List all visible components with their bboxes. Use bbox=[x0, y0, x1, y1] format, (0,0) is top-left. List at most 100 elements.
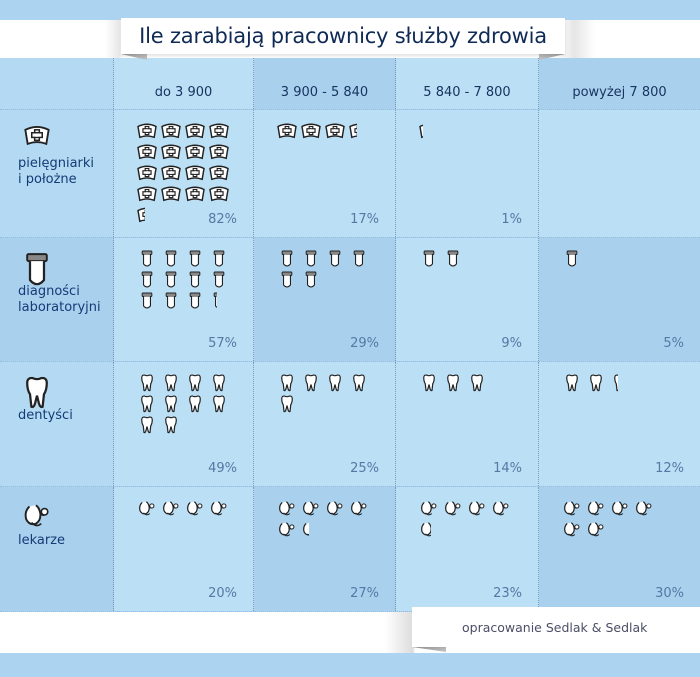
chart-title: Ile zarabiają pracownicy służby zdrowia bbox=[139, 24, 547, 48]
nurse-cap-icon bbox=[208, 164, 230, 182]
value-cell: 14% bbox=[396, 362, 539, 486]
nurse-cap-icon bbox=[160, 185, 182, 203]
column-header: 5 840 - 7 800 bbox=[396, 58, 539, 109]
test-tube-icon bbox=[160, 292, 182, 310]
tooth-icon bbox=[184, 395, 206, 413]
row-label-line1: dentyści bbox=[18, 408, 73, 423]
pictogram bbox=[561, 374, 657, 392]
stethoscope-icon bbox=[490, 499, 512, 517]
pictogram bbox=[276, 122, 372, 140]
percent-value: 17% bbox=[350, 212, 379, 227]
nurse-cap-icon bbox=[23, 124, 51, 152]
value-cell: 23% bbox=[396, 487, 539, 611]
tooth-icon bbox=[136, 374, 158, 392]
row-label-line2: laboratoryjni bbox=[18, 300, 101, 315]
row-label-line1: pielęgniarki bbox=[18, 156, 95, 171]
stethoscope-icon bbox=[300, 499, 322, 517]
nurse-cap-icon bbox=[136, 185, 158, 203]
test-tube-icon bbox=[561, 250, 583, 268]
nurse-cap-icon bbox=[208, 122, 230, 140]
title-box: Ile zarabiają pracownicy służby zdrowia bbox=[121, 18, 565, 60]
stethoscope-icon bbox=[276, 520, 298, 538]
percent-value: 25% bbox=[350, 461, 379, 476]
percent-value: 30% bbox=[655, 586, 684, 601]
pictogram bbox=[418, 250, 514, 268]
test-tube-icon bbox=[276, 250, 298, 268]
test-tube-icon bbox=[184, 271, 206, 289]
tooth-icon bbox=[466, 374, 484, 392]
stethoscope-icon bbox=[585, 499, 607, 517]
stethoscope-icon bbox=[561, 499, 583, 517]
ribbon-fold bbox=[412, 647, 446, 652]
pictogram bbox=[418, 122, 514, 140]
nurse-cap-icon bbox=[136, 164, 158, 182]
pictogram-table: do 3 900 3 900 - 5 840 5 840 - 7 800 pow… bbox=[0, 58, 700, 612]
stethoscope-icon bbox=[23, 501, 51, 529]
row-label-line1: lekarze bbox=[18, 533, 66, 548]
nurse-cap-icon bbox=[136, 143, 158, 161]
stethoscope-icon bbox=[324, 499, 346, 517]
percent-value: 9% bbox=[501, 336, 522, 351]
stethoscope-icon bbox=[466, 499, 488, 517]
column-header: do 3 900 bbox=[114, 58, 254, 109]
stethoscope-icon bbox=[418, 520, 431, 538]
tooth-icon bbox=[442, 374, 464, 392]
stethoscope-icon bbox=[442, 499, 464, 517]
tooth-icon bbox=[23, 376, 51, 409]
stethoscope-icon bbox=[561, 520, 583, 538]
pictogram bbox=[561, 499, 657, 538]
stethoscope-icon bbox=[184, 499, 206, 517]
value-cell: 30% bbox=[539, 487, 700, 611]
test-tube-icon bbox=[184, 292, 206, 310]
tooth-icon bbox=[348, 374, 370, 392]
test-tube-icon bbox=[300, 271, 318, 289]
source-credit: opracowanie Sedlak & Sedlak bbox=[412, 607, 700, 652]
nurse-cap-icon bbox=[184, 164, 206, 182]
pictogram bbox=[136, 122, 232, 224]
ribbon-fold-left bbox=[121, 54, 147, 60]
value-cell: 12% bbox=[539, 362, 700, 486]
percent-value: 20% bbox=[208, 586, 237, 601]
nurse-cap-icon bbox=[324, 122, 346, 140]
stethoscope-icon bbox=[633, 499, 655, 517]
value-cell: 57% bbox=[114, 238, 254, 361]
percent-value: 82% bbox=[208, 212, 237, 227]
tooth-icon bbox=[208, 395, 230, 413]
tooth-icon bbox=[160, 395, 182, 413]
ribbon-fold-right bbox=[539, 54, 565, 60]
nurse-cap-icon bbox=[208, 185, 230, 203]
tooth-icon bbox=[208, 374, 230, 392]
test-tube-icon bbox=[208, 271, 230, 289]
nurse-cap-icon bbox=[300, 122, 322, 140]
nurse-cap-icon bbox=[184, 122, 206, 140]
value-cell: 17% bbox=[254, 110, 396, 237]
test-tube-icon bbox=[348, 250, 370, 268]
percent-value: 5% bbox=[663, 336, 684, 351]
stethoscope-icon bbox=[418, 499, 440, 517]
test-tube-icon bbox=[208, 250, 230, 268]
pictogram bbox=[418, 499, 514, 538]
row-label-line2: i położne bbox=[18, 172, 77, 187]
stethoscope-icon bbox=[300, 520, 309, 538]
pictogram bbox=[276, 374, 372, 413]
pictogram bbox=[276, 250, 372, 289]
test-tube-icon bbox=[418, 250, 440, 268]
percent-value: 14% bbox=[493, 461, 522, 476]
percent-value: 27% bbox=[350, 586, 379, 601]
tooth-icon bbox=[561, 374, 583, 392]
test-tube-icon bbox=[136, 250, 158, 268]
table-row: lekarze 20% 27% 23% 30% bbox=[0, 487, 700, 612]
test-tube-icon bbox=[23, 252, 51, 286]
tooth-icon bbox=[324, 374, 346, 392]
test-tube-icon bbox=[136, 271, 158, 289]
percent-value: 12% bbox=[655, 461, 684, 476]
column-header: powyżej 7 800 bbox=[539, 58, 700, 109]
tooth-icon bbox=[276, 395, 298, 413]
row-label: lekarze bbox=[0, 487, 114, 611]
value-cell: 27% bbox=[254, 487, 396, 611]
pictogram bbox=[136, 250, 232, 310]
pictogram bbox=[136, 499, 232, 517]
stethoscope-icon bbox=[276, 499, 298, 517]
